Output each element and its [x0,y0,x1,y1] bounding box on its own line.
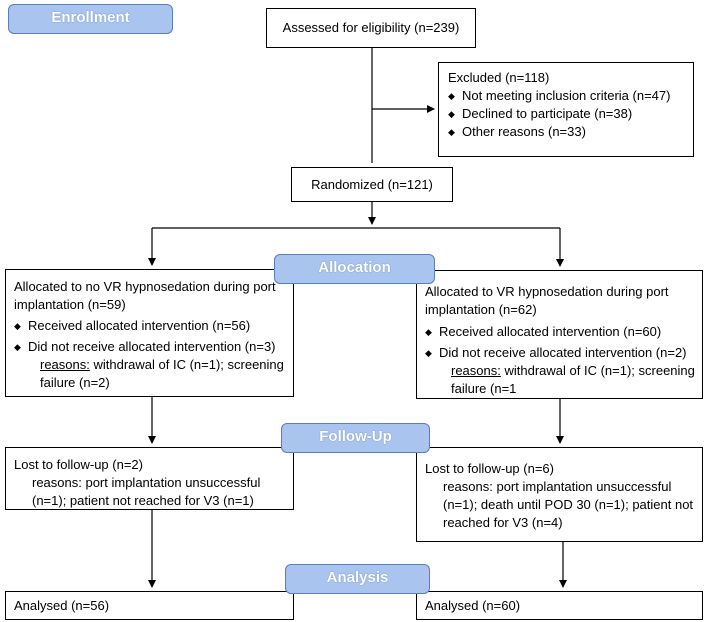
excluded-item: ◆ Other reasons (n=33) [448,124,586,139]
diamond-bullet-icon: ◆ [448,109,455,119]
diamond-bullet-icon: ◆ [448,127,455,137]
assessed-text: Assessed for eligibility (n=239) [282,20,460,35]
stage-analysis: Analysis [285,564,430,594]
not-received-item: ◆ Did not receive allocated intervention… [14,339,276,354]
diamond-bullet-icon: ◆ [14,342,21,352]
received-item: ◆ Received allocated intervention (n=56) [14,318,251,333]
analysis-left-box: Analysed (n=56) [5,591,294,620]
diamond-bullet-icon: ◆ [448,91,455,101]
excluded-box: Excluded (n=118) ◆ Not meeting inclusion… [438,62,694,157]
allocation-left-box: Allocated to no VR hypnosedation during … [5,269,294,397]
randomized-text: Randomized (n=121) [311,177,433,192]
stage-follow-up: Follow-Up [281,423,430,453]
randomized-box: Randomized (n=121) [291,167,453,202]
allocation-right-box: Allocated to VR hypnosedation during por… [416,270,703,399]
excluded-item: ◆ Not meeting inclusion criteria (n=47) [448,88,671,103]
excluded-item: ◆ Declined to participate (n=38) [448,106,633,121]
diamond-bullet-icon: ◆ [425,327,432,337]
assessed-box: Assessed for eligibility (n=239) [266,8,476,48]
received-item: ◆ Received allocated intervention (n=60) [425,324,662,339]
followup-left-box: Lost to follow-up (n=2) reasons: port im… [5,447,294,510]
stage-allocation: Allocation [274,254,435,284]
analysis-right-box: Analysed (n=60) [416,591,703,620]
not-received-item: ◆ Did not receive allocated intervention… [425,345,687,360]
diamond-bullet-icon: ◆ [14,321,21,331]
followup-right-box: Lost to follow-up (n=6) reasons: port im… [416,447,703,542]
stage-enrollment: Enrollment [8,4,173,34]
excluded-title: Excluded (n=118) [448,70,550,85]
diamond-bullet-icon: ◆ [425,348,432,358]
